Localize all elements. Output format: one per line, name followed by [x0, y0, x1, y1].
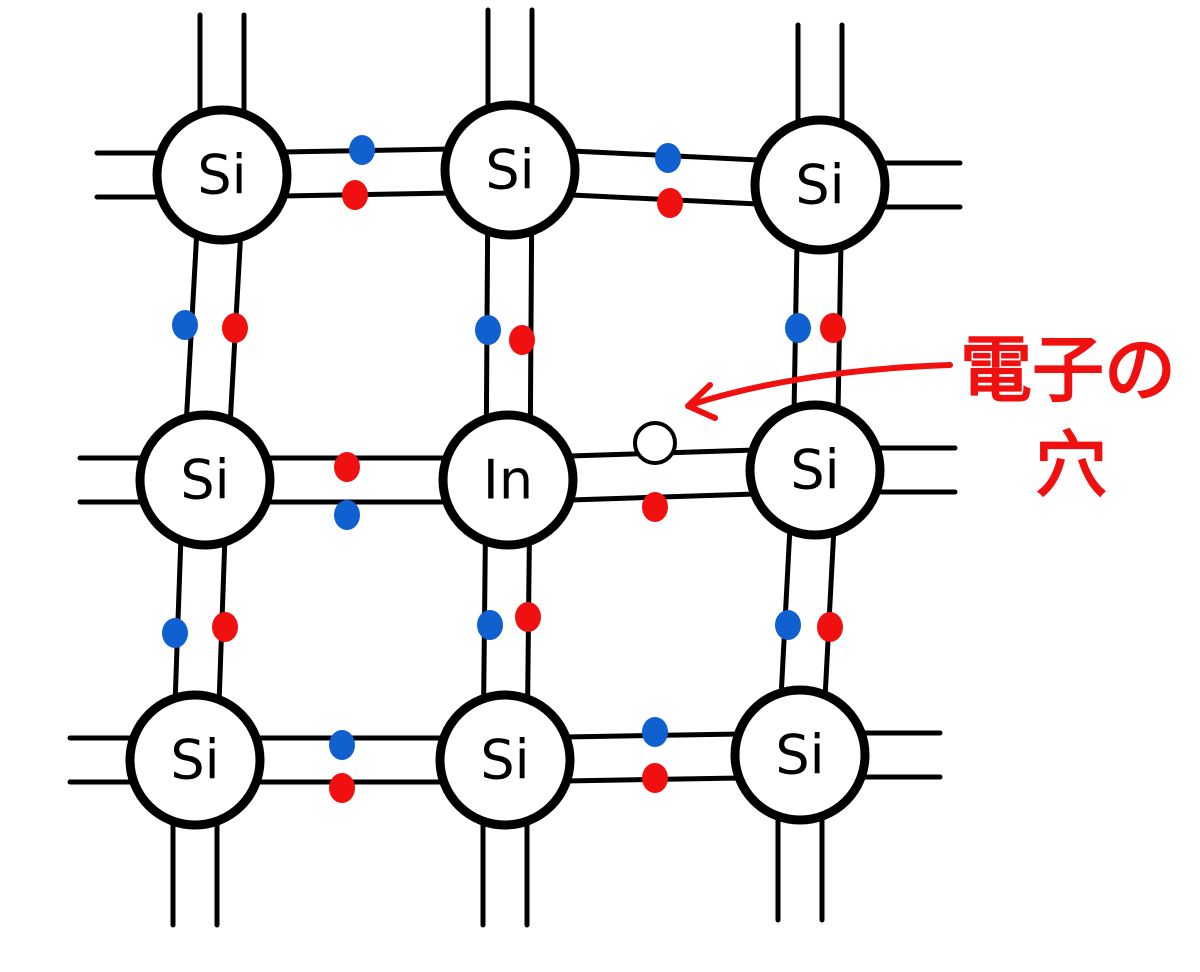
- electron-dot-blue: [349, 135, 375, 165]
- electron-dot-red: [642, 763, 668, 793]
- atom-label: Si: [485, 139, 534, 202]
- electron-dot-red: [515, 602, 541, 632]
- electron-dot-blue: [475, 315, 501, 345]
- atom: [135, 410, 275, 550]
- atom-label: In: [483, 449, 533, 512]
- atom-label: Si: [480, 729, 529, 792]
- electron-dot-red: [820, 313, 846, 343]
- electron-dot-blue: [655, 143, 681, 173]
- electron-dot-red: [509, 325, 535, 355]
- electron-dot-red: [212, 612, 238, 642]
- hole-annotation: 電子の 穴: [685, 328, 1176, 507]
- electron-dot-red: [642, 492, 668, 522]
- electron-dot-blue: [334, 500, 360, 530]
- electron-dot-blue: [172, 310, 198, 340]
- atom-label: Si: [180, 449, 229, 512]
- electron-dot-blue: [162, 618, 188, 648]
- atom: [125, 690, 265, 830]
- electron-dot-red: [342, 180, 368, 210]
- atom: [440, 100, 580, 240]
- atom-label: Si: [197, 144, 246, 207]
- atom: [745, 400, 885, 540]
- atom: [730, 685, 870, 825]
- atom-label: Si: [775, 724, 824, 787]
- electrons: [162, 135, 846, 803]
- annotation-line2: 穴: [1035, 423, 1107, 507]
- electron-dot-red: [334, 452, 360, 482]
- electron-hole: [633, 421, 677, 465]
- atom: [438, 410, 578, 550]
- electron-dot-red: [329, 773, 355, 803]
- annotation-line1: 電子の: [960, 328, 1176, 412]
- arrow-head: [685, 382, 718, 421]
- electron-dot-blue: [785, 313, 811, 343]
- electron-dot-red: [657, 188, 683, 218]
- atom-label: Si: [790, 439, 839, 502]
- atom-label: Si: [795, 154, 844, 217]
- electron-dot-blue: [642, 717, 668, 747]
- atom-label: Si: [170, 729, 219, 792]
- electron-dot-blue: [329, 730, 355, 760]
- arrow-line: [687, 362, 953, 408]
- atom: [152, 105, 292, 245]
- atom: [435, 690, 575, 830]
- electron-dot-red: [817, 612, 843, 642]
- electron-dot-blue: [775, 610, 801, 640]
- electron-dot-blue: [477, 610, 503, 640]
- atom: [750, 115, 890, 255]
- electron-dot-red: [222, 313, 248, 343]
